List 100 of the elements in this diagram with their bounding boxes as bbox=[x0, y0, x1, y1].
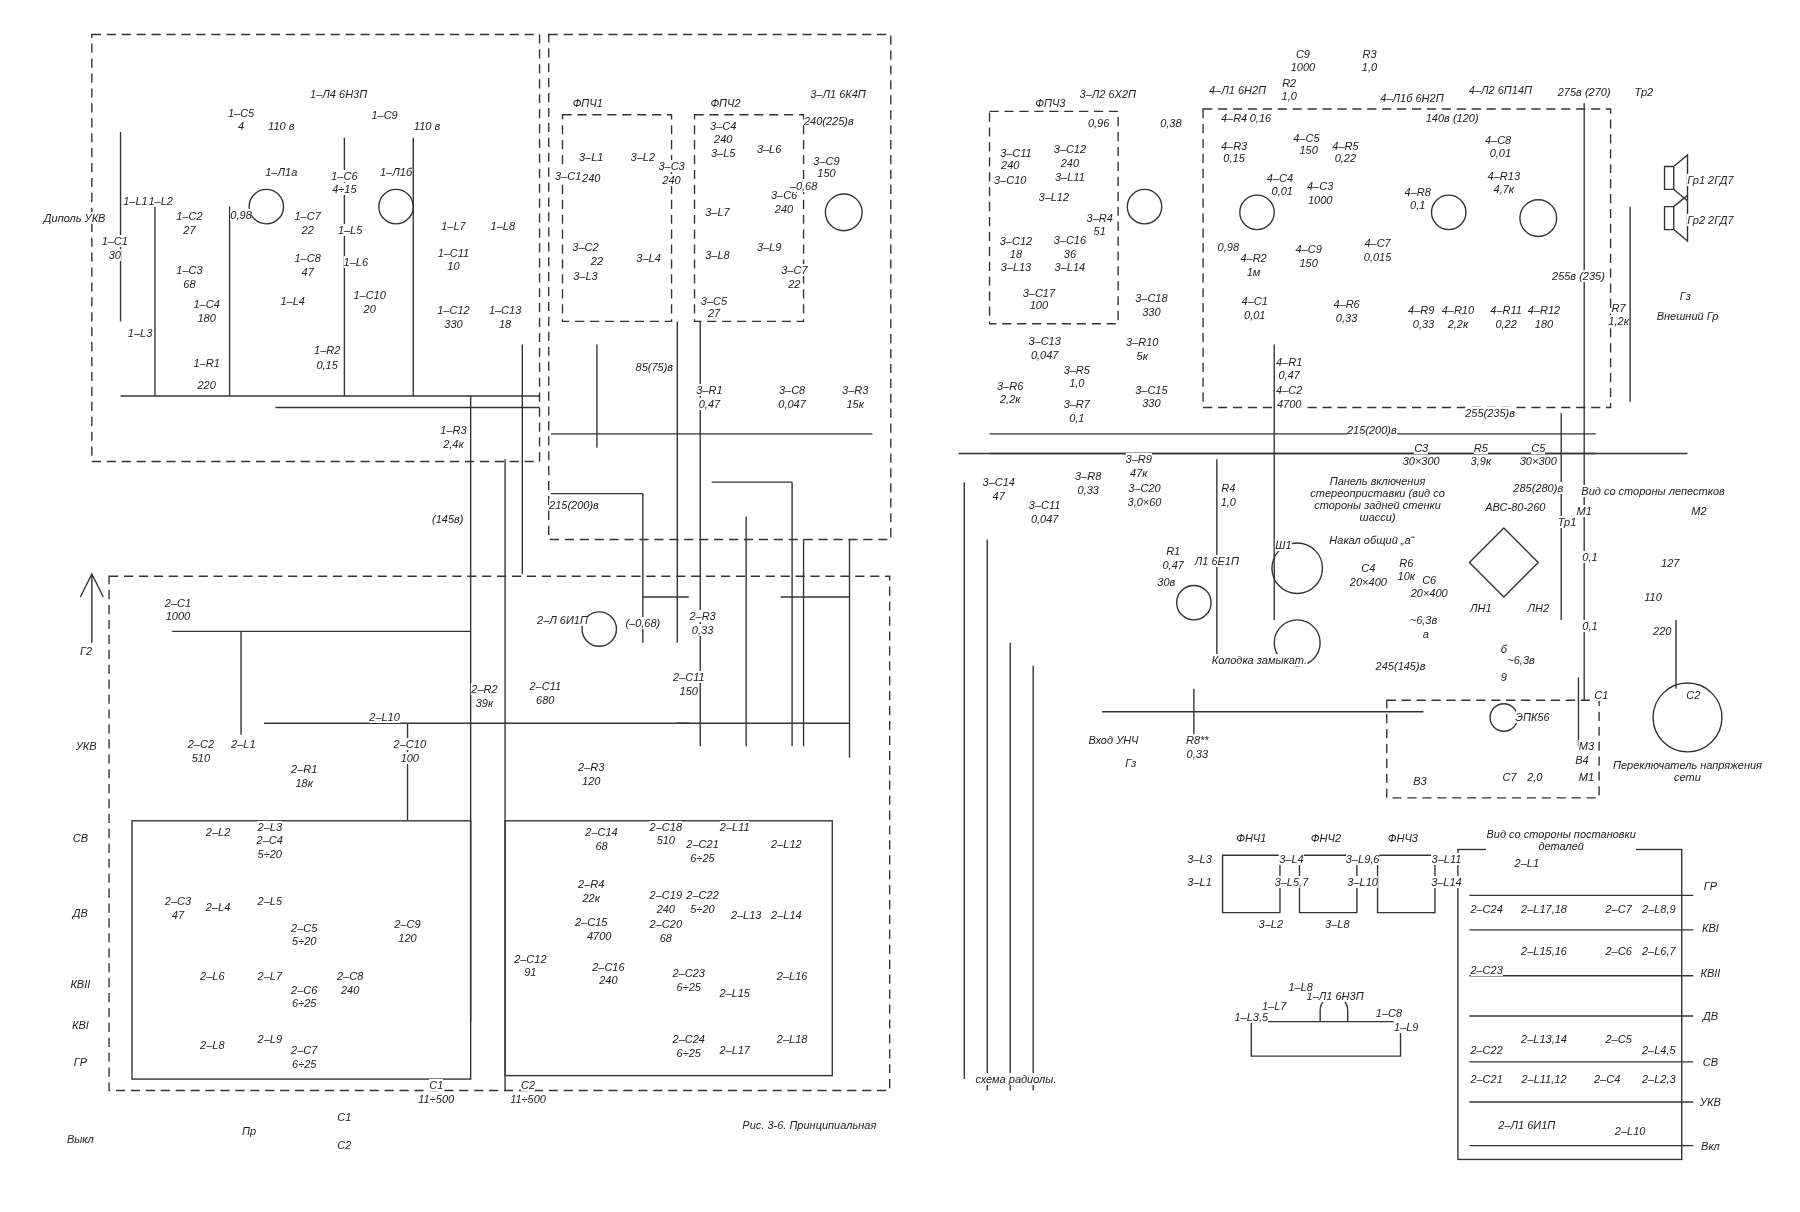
circuit-label: 1–Л1 6Н3П bbox=[1306, 990, 1364, 1003]
circuit-label: 180 bbox=[197, 312, 216, 324]
circuit-label: 0,33 bbox=[691, 624, 714, 637]
circuit-label: 4,7к bbox=[1493, 183, 1515, 196]
circuit-label: ФПЧ1 bbox=[572, 97, 603, 110]
circuit-label: 3–L9,6 bbox=[1345, 852, 1380, 865]
circuit-label: 680 bbox=[536, 694, 555, 707]
circuit-label: Переключатель напряжения сети bbox=[1612, 759, 1763, 784]
circuit-label: 20 bbox=[363, 302, 376, 315]
circuit-label: 18 bbox=[1009, 247, 1023, 260]
circuit-label: 2–C4 bbox=[256, 834, 283, 847]
circuit-label: АВС-80-260 bbox=[1485, 501, 1546, 514]
circuit-label: 240 bbox=[714, 132, 733, 145]
circuit-label: 10 bbox=[447, 260, 460, 273]
circuit-label: 4700 bbox=[587, 929, 612, 942]
circuit-label: 2–L6,7 bbox=[1641, 944, 1676, 957]
circuit-label: 2–C6 bbox=[291, 983, 318, 996]
circuit-label: 18к bbox=[295, 776, 313, 789]
circuit-label: 1–C7 bbox=[294, 209, 321, 222]
circuit-label: R1 bbox=[1166, 545, 1181, 557]
circuit-label: 3–C8 bbox=[778, 384, 806, 397]
circuit-label: C2 bbox=[521, 1078, 536, 1091]
circuit-label: 4÷15 bbox=[332, 183, 357, 196]
circuit-label: 2–R1 bbox=[291, 763, 318, 776]
circuit-label: 68 bbox=[659, 931, 672, 944]
circuit-label: 4700 bbox=[1276, 398, 1302, 411]
circuit-label: 1–C2 bbox=[176, 209, 203, 222]
circuit-label: 240 bbox=[656, 903, 675, 916]
circuit-label: 18 bbox=[498, 317, 512, 330]
circuit-label: 140в (120) bbox=[1425, 112, 1479, 125]
circuit-label: 4–C1 bbox=[1241, 294, 1268, 307]
circuit-label: 3–C11 bbox=[1000, 146, 1032, 159]
circuit-label: 3–C20 bbox=[1128, 481, 1161, 494]
circuit-label: 6÷25 bbox=[676, 1046, 701, 1059]
circuit-label: 2–L15 bbox=[719, 987, 750, 999]
circuit-label: М3 bbox=[1578, 740, 1595, 753]
circuit-label: Пр bbox=[242, 1124, 257, 1137]
circuit-label: 22к bbox=[582, 891, 600, 904]
circuit-label: 2,0 bbox=[1527, 771, 1543, 784]
circuit-label: 4–R8 bbox=[1404, 185, 1431, 198]
circuit-label: ФНЧ1 bbox=[1236, 832, 1267, 844]
circuit-label: КВII bbox=[70, 977, 91, 990]
circuit-label: 0,16 bbox=[1249, 112, 1272, 125]
circuit-label: C6 bbox=[1422, 573, 1437, 586]
circuit-label: 1–L5 bbox=[337, 223, 363, 236]
circuit-label: 3–L3 bbox=[573, 269, 598, 282]
circuit-label: 2–C1 bbox=[164, 596, 192, 609]
circuit-label: 27 bbox=[183, 223, 196, 236]
circuit-label: 47 bbox=[992, 489, 1005, 502]
circuit-label: 2–L7 bbox=[257, 969, 282, 982]
circuit-label: 3–L2 bbox=[1258, 918, 1283, 931]
circuit-label: 1000 bbox=[1290, 60, 1316, 73]
circuit-label: 0,15 bbox=[316, 359, 338, 372]
circuit-label: (145в) bbox=[432, 512, 464, 525]
circuit-label: 215(200)в bbox=[1346, 424, 1397, 437]
circuit-label: 1м bbox=[1246, 266, 1261, 279]
circuit-label: 330 bbox=[444, 317, 463, 330]
circuit-label: 3–L10 bbox=[1347, 875, 1378, 888]
circuit-label: 3–C4 bbox=[710, 120, 737, 133]
circuit-label: 1–L8 bbox=[1288, 981, 1313, 994]
circuit-label: 11÷500 bbox=[418, 1092, 455, 1105]
circuit-label: 2–C5 bbox=[291, 921, 318, 934]
circuit-label: 1–L2 bbox=[148, 194, 173, 207]
circuit-label: 2–L10 bbox=[369, 711, 400, 724]
circuit-label: 22 bbox=[590, 254, 604, 267]
circuit-label: 240 bbox=[1060, 157, 1080, 169]
circuit-label: 1–L9 bbox=[1394, 1021, 1419, 1034]
circuit-label: 2–C21 bbox=[1470, 1073, 1503, 1086]
circuit-label: М1 bbox=[1578, 771, 1595, 784]
circuit-label: 2–R4 bbox=[578, 877, 605, 890]
circuit-label: 39к bbox=[475, 696, 494, 709]
circuit-label: 0,47 bbox=[698, 398, 721, 411]
circuit-label: 2–C21 bbox=[686, 837, 719, 850]
circuit-label: Вид со стороны лепестков bbox=[1581, 485, 1725, 498]
circuit-label: ФНЧ2 bbox=[1310, 832, 1341, 844]
circuit-label: Колодка замыкат. bbox=[1211, 654, 1307, 667]
circuit-label: 3–C13 bbox=[1028, 334, 1061, 347]
circuit-label: Рис. 3-6. Принципиальная bbox=[742, 1119, 877, 1131]
circuit-label: C5 bbox=[1531, 441, 1546, 454]
circuit-label: C1 bbox=[337, 1110, 352, 1123]
circuit-label: ГР bbox=[73, 1055, 87, 1068]
circuit-label: ФНЧ3 bbox=[1387, 832, 1418, 844]
circuit-label: R5 bbox=[1473, 441, 1488, 454]
circuit-label: 2–C8 bbox=[337, 969, 364, 982]
circuit-label: 1000 bbox=[1307, 193, 1333, 206]
circuit-label: 2–C15 bbox=[575, 915, 608, 928]
circuit-label: 30 bbox=[108, 248, 121, 261]
circuit-label: 120 bbox=[398, 931, 417, 944]
circuit-label: 3–C3 bbox=[658, 160, 685, 173]
circuit-label: 30×300 bbox=[1402, 455, 1440, 468]
circuit-label: 240 bbox=[662, 174, 681, 187]
circuit-label: 240 bbox=[582, 171, 601, 184]
circuit-label: 0,1 bbox=[1582, 619, 1598, 632]
circuit-label: 3–Л2 6Х2П bbox=[1079, 88, 1136, 101]
circuit-label: 4–R12 bbox=[1527, 303, 1561, 316]
circuit-label: 3–R8 bbox=[1075, 470, 1102, 483]
circuit-label: 0,1 bbox=[1582, 550, 1598, 563]
circuit-label: 3–C18 bbox=[1135, 292, 1168, 305]
circuit-label: R3 bbox=[1362, 47, 1377, 60]
circuit-label: C4 bbox=[1361, 562, 1376, 575]
